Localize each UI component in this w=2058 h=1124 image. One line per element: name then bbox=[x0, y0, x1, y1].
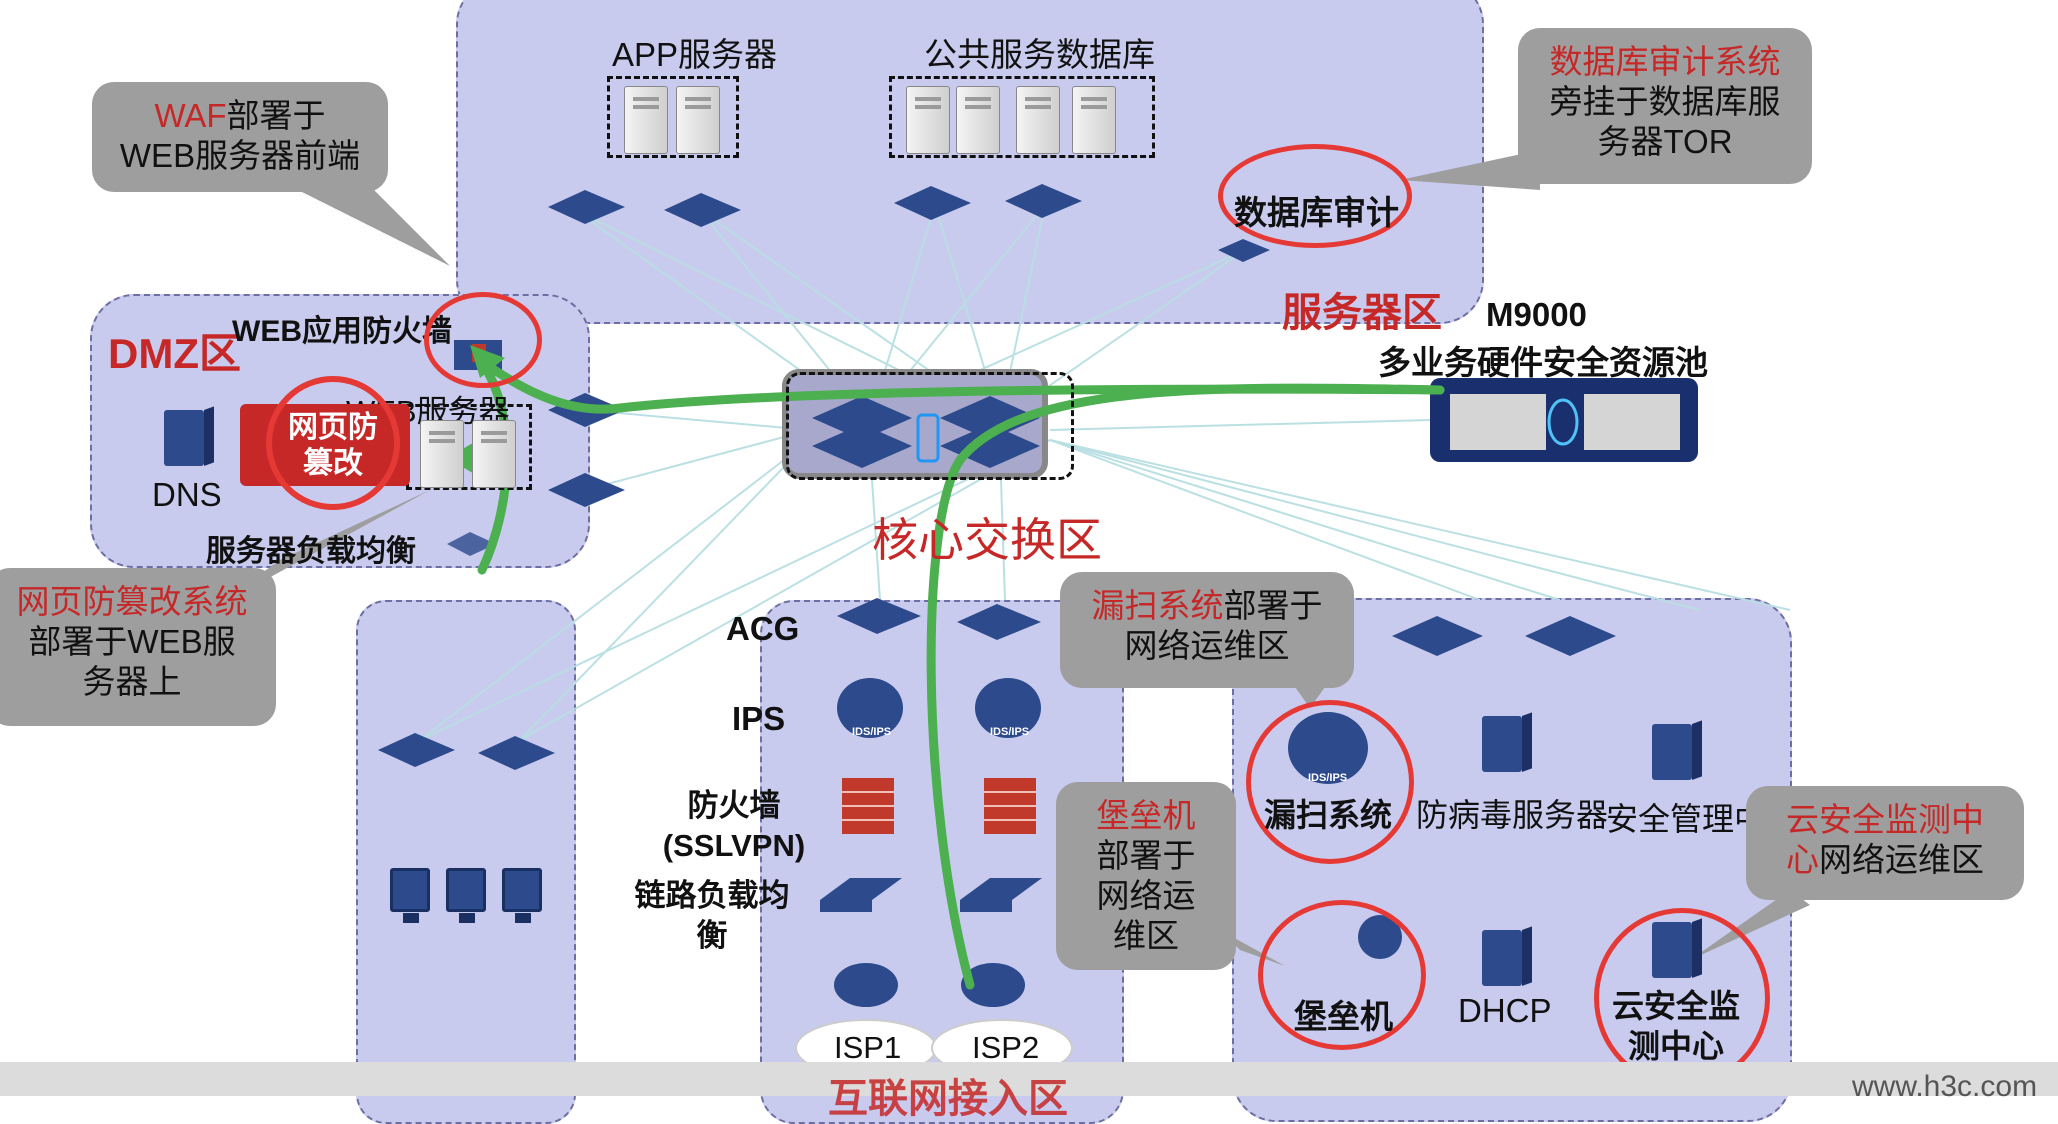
core-zone-title: 核心交换区 bbox=[872, 514, 1102, 566]
pc-icon bbox=[502, 868, 542, 923]
web-server bbox=[420, 420, 464, 488]
watermark: www.h3c.com bbox=[1852, 1070, 2038, 1103]
vuln-callout-text1: 部署于 bbox=[1223, 587, 1323, 624]
dmz-title: DMZ区 bbox=[108, 330, 241, 377]
db-audit-label: 数据库审计 bbox=[1234, 194, 1399, 231]
firewall-label: 防火墙 (SSLVPN) bbox=[662, 788, 806, 863]
app-servers-group bbox=[607, 76, 739, 158]
dhcp-label: DHCP bbox=[1458, 992, 1552, 1029]
waf-callout: WAF部署于 WEB服务器前端 bbox=[92, 82, 388, 192]
bastion-callout-highlight: 堡垒机 bbox=[1096, 797, 1196, 834]
bastion-callout-text: 部署于 网络运 维区 bbox=[1096, 837, 1196, 954]
sec-mgmt-label: 安全管理中 bbox=[1606, 801, 1767, 837]
public-db-group bbox=[889, 76, 1155, 158]
m9000-model: M9000 bbox=[1486, 296, 1587, 333]
cloud-center-server-icon bbox=[1652, 922, 1692, 978]
dhcp-server-icon bbox=[1482, 930, 1522, 986]
app-server bbox=[624, 86, 668, 154]
tamper-callout: 网页防篡改系统 部署于WEB服 务器上 bbox=[0, 568, 276, 726]
ips2-tag: IDS/IPS bbox=[990, 726, 1030, 738]
antivirus-server-icon bbox=[1482, 716, 1522, 772]
ips-label: IPS bbox=[732, 700, 786, 737]
db-audit-ring bbox=[1218, 144, 1412, 248]
client-zone bbox=[356, 600, 576, 1124]
footer-band bbox=[0, 1062, 2058, 1096]
cloud-callout-text: 网络运维区 bbox=[1819, 841, 1984, 878]
waf-label: WEB应用防火墙 bbox=[232, 315, 452, 348]
db-audit-callout: 数据库审计系统 旁挂于数据库服 务器TOR bbox=[1518, 28, 1812, 184]
db-server bbox=[906, 86, 950, 154]
isp2-label: ISP2 bbox=[972, 1030, 1040, 1065]
link-lb-label: 链路负载均 衡 bbox=[634, 878, 790, 953]
acg-label: ACG bbox=[726, 610, 800, 647]
network-diagram: APP服务器 公共服务数据库 数据库审计 服务器区 DMZ区 WEB应用防火墙 … bbox=[0, 0, 2058, 1096]
bastion-callout: 堡垒机 部署于 网络运 维区 bbox=[1056, 782, 1236, 970]
bastion-ring bbox=[1258, 900, 1426, 1050]
app-servers-label: APP服务器 bbox=[612, 36, 778, 73]
public-db-label: 公共服务数据库 bbox=[924, 36, 1155, 73]
isp1-label: ISP1 bbox=[834, 1030, 902, 1065]
cloud-callout: 云安全监测中 心网络运维区 bbox=[1746, 786, 2024, 900]
tamper-badge-text: 网页防篡改 bbox=[288, 411, 378, 480]
vuln-scan-ring bbox=[1246, 700, 1414, 864]
pc-icon bbox=[390, 868, 430, 923]
bastion-label: 堡垒机 bbox=[1294, 998, 1393, 1035]
dns-server-icon bbox=[164, 410, 204, 466]
connection-lines bbox=[210, 150, 1810, 1077]
tamper-callout-text: 部署于WEB服 务器上 bbox=[28, 623, 236, 700]
db-server bbox=[956, 86, 1000, 154]
vuln-callout-highlight: 漏扫系统 bbox=[1091, 587, 1224, 624]
vuln-scan-tag: IDS/IPS bbox=[1308, 772, 1348, 784]
pc-icon bbox=[446, 868, 486, 923]
waf-ring bbox=[424, 292, 542, 388]
db-audit-callout-highlight: 数据库审计系统 bbox=[1549, 43, 1781, 80]
tamper-callout-highlight: 网页防篡改系统 bbox=[16, 583, 248, 620]
server-zone-title: 服务器区 bbox=[1282, 291, 1442, 335]
core-group bbox=[786, 372, 1074, 480]
db-server bbox=[1072, 86, 1116, 154]
cloud-callout-highlight2: 心 bbox=[1786, 841, 1819, 878]
db-server bbox=[1016, 86, 1060, 154]
web-server bbox=[472, 420, 516, 488]
ips1-tag: IDS/IPS bbox=[852, 726, 892, 738]
internet-zone-title: 互联网接入区 bbox=[828, 1077, 1068, 1121]
db-audit-callout-text: 旁挂于数据库服 务器TOR bbox=[1549, 83, 1781, 160]
antivirus-label: 防病毒服务器 bbox=[1416, 797, 1609, 833]
slb-label: 服务器负载均衡 bbox=[206, 535, 416, 568]
vuln-callout: 漏扫系统部署于 网络运维区 bbox=[1060, 572, 1354, 688]
m9000-desc: 多业务硬件安全资源池 bbox=[1378, 344, 1708, 381]
sec-mgmt-server-icon bbox=[1652, 724, 1692, 780]
tamper-ring bbox=[266, 376, 400, 510]
vuln-scan-label: 漏扫系统 bbox=[1264, 797, 1393, 833]
vuln-callout-text2: 网络运维区 bbox=[1124, 627, 1290, 664]
cloud-callout-highlight: 云安全监测中 bbox=[1786, 801, 1984, 838]
cloud-center-label: 云安全监 测中心 bbox=[1611, 988, 1740, 1064]
app-server bbox=[676, 86, 720, 154]
waf-callout-highlight: WAF bbox=[154, 97, 227, 134]
dns-label: DNS bbox=[152, 476, 222, 513]
waf-callout-text: 部署于 WEB服务器前端 bbox=[119, 97, 361, 174]
